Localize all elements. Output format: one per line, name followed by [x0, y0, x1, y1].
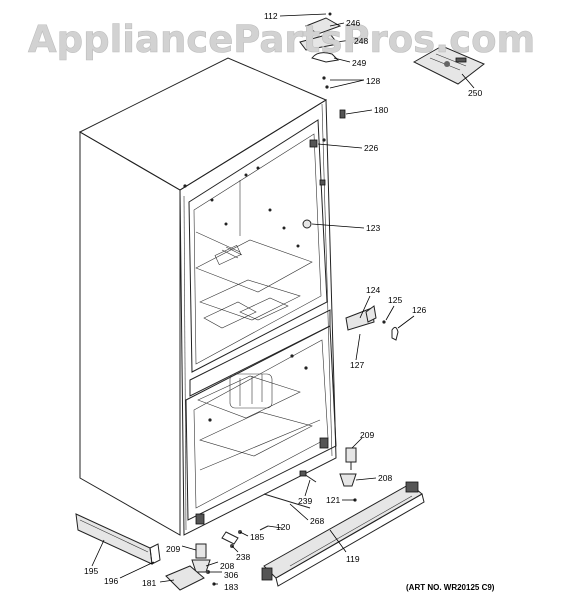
callout-208-right: 208 — [378, 473, 392, 483]
callout-196: 196 — [104, 576, 118, 586]
right-leveler-group — [339, 447, 357, 487]
callout-125: 125 — [388, 295, 402, 305]
callout-123: 123 — [366, 223, 380, 233]
fresh-food-interior — [195, 166, 313, 329]
callout-209-left: 209 — [166, 544, 180, 554]
callout-121: 121 — [326, 495, 340, 505]
callout-181: 181 — [142, 578, 156, 588]
callout-195: 195 — [84, 566, 98, 576]
callout-239: 239 — [298, 496, 312, 506]
callout-labels: 112 246 248 249 128 250 180 226 123 124 … — [84, 11, 482, 592]
cabinet-outline — [78, 57, 337, 536]
callout-250: 250 — [468, 88, 482, 98]
callout-127: 127 — [350, 360, 364, 370]
callout-124: 124 — [366, 285, 380, 295]
part-180 — [339, 109, 346, 119]
cabinet-fittings — [183, 138, 329, 525]
top-hinge-group — [299, 12, 342, 89]
callout-249: 249 — [352, 58, 366, 68]
art-number: (ART NO. WR20125 C9) — [406, 583, 495, 592]
callout-306: 306 — [224, 570, 238, 580]
hardware-bag — [412, 45, 485, 85]
freezer-interior — [197, 354, 321, 471]
callout-126: 126 — [412, 305, 426, 315]
callout-238: 238 — [236, 552, 250, 562]
kick-plate — [75, 513, 161, 565]
callout-112: 112 — [264, 11, 278, 21]
callout-180: 180 — [374, 105, 388, 115]
callout-183: 183 — [224, 582, 238, 592]
callout-185: 185 — [250, 532, 264, 542]
callout-128: 128 — [366, 76, 380, 86]
toe-grille — [261, 481, 425, 587]
left-leveler-group — [165, 543, 216, 591]
callout-246: 246 — [346, 18, 360, 28]
center-hinge-group — [345, 305, 399, 341]
callout-226: 226 — [364, 143, 378, 153]
callout-120: 120 — [276, 522, 290, 532]
callout-208-left: 208 — [220, 561, 234, 571]
callout-268: 268 — [310, 516, 324, 526]
callout-248: 248 — [354, 36, 368, 46]
leader-lines — [91, 13, 475, 585]
callout-119: 119 — [346, 554, 360, 564]
watermark: AppliancePartsPros.com — [28, 18, 535, 61]
callout-209-right: 209 — [360, 430, 374, 440]
lower-hardware — [263, 470, 357, 509]
